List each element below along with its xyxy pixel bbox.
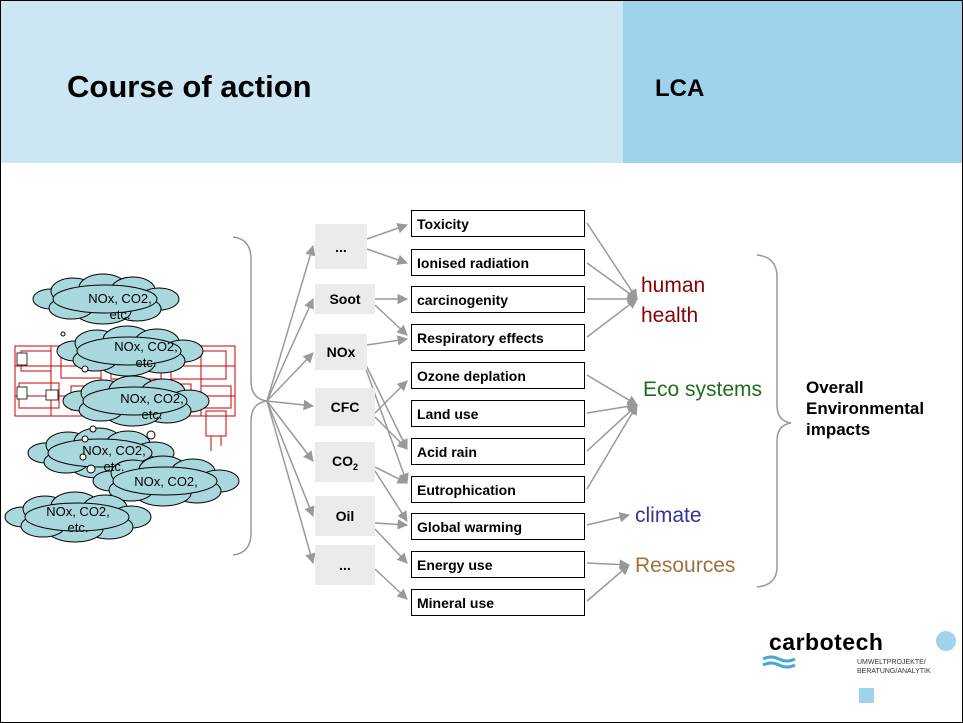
impact-category-label: Eutrophication <box>417 481 516 498</box>
page-title: Course of action <box>67 69 312 104</box>
impact-category-box: Ionised radiation <box>411 249 585 276</box>
substance-label: NOx <box>326 344 356 360</box>
cloud-label-line: NOx, CO2, <box>88 291 152 306</box>
substance-box: NOx <box>315 334 367 370</box>
logo-tagline-line: BERATUNG/ANALYTIK <box>857 668 931 675</box>
impact-category-label: Land use <box>417 405 479 422</box>
logo-wave-icon <box>762 655 796 669</box>
substance-box: CO2 <box>315 442 375 482</box>
emission-cloud-label: NOx, CO2, etc. <box>59 443 169 475</box>
impact-category-box: Ozone deplation <box>411 362 585 389</box>
area-label-line: Resources <box>635 554 736 577</box>
area-resources: Resources <box>635 554 735 578</box>
overall-line: impacts <box>806 420 871 439</box>
impact-category-box: Mineral use <box>411 589 585 616</box>
logo-circle-icon <box>936 631 956 651</box>
cloud-label-line: NOx, CO2, <box>120 391 184 406</box>
emissions-brace <box>232 236 268 556</box>
impact-category-label: Ionised radiation <box>417 254 530 271</box>
cloud-label-line: NOx, CO2, <box>134 474 198 489</box>
impact-category-box: Acid rain <box>411 438 585 465</box>
logo-square-icon <box>859 688 874 703</box>
impact-category-label: Acid rain <box>417 443 477 460</box>
substance-label: Soot <box>329 291 361 307</box>
substance-label: CFC <box>330 399 360 415</box>
substance-label: CO2 <box>331 452 358 472</box>
substance-box: Soot <box>315 284 375 314</box>
area-climate: climate <box>635 504 702 528</box>
emission-cloud-label: NOx, CO2, etc. <box>91 339 201 371</box>
substance-box: CFC <box>315 388 375 426</box>
factory-sketch-detail <box>16 352 59 401</box>
substance-label: ... <box>335 238 347 255</box>
impact-category-label: carcinogenity <box>417 291 509 308</box>
impact-category-label: Energy use <box>417 556 493 573</box>
impact-category-box: Energy use <box>411 551 585 578</box>
cloud-label-line: NOx, CO2, <box>46 504 110 519</box>
emission-cloud-label: NOx, CO2, etc. <box>23 504 133 536</box>
header-title-panel <box>1 1 623 163</box>
cloud-label-line: etc. <box>141 407 163 422</box>
impact-category-box: Global warming <box>411 513 585 540</box>
overall-line: Environmental <box>806 399 925 418</box>
area-label-line: health <box>641 304 699 327</box>
cloud-label-line: NOx, CO2, <box>82 443 146 458</box>
impact-category-box: Land use <box>411 400 585 427</box>
logo-tagline: UMWELTPROJEKTE/ BERATUNG/ANALYTIK <box>857 658 931 676</box>
impact-category-label: Mineral use <box>417 594 495 611</box>
emission-cloud-label: NOx, CO2, etc. <box>97 391 207 423</box>
area-label-line: climate <box>635 504 702 527</box>
logo-wordmark: carbotech <box>769 629 884 655</box>
cloud-label-line: etc. <box>109 307 131 322</box>
substance-label: ... <box>339 557 351 573</box>
header-subtitle-panel <box>623 1 962 163</box>
page-subtitle: LCA <box>655 75 705 102</box>
substance-label: Oil <box>335 508 355 524</box>
impact-category-box: Eutrophication <box>411 476 585 503</box>
overall-line: Overall <box>806 378 864 397</box>
impact-category-box: Respiratory effects <box>411 324 585 351</box>
areas-brace <box>756 254 792 588</box>
carbotech-logo: carbotech UMWELTPROJEKTE/ BERATUNG/ANALY… <box>759 625 959 720</box>
area-label-line: human <box>641 274 706 297</box>
cloud-label-line: etc. <box>103 459 125 474</box>
emission-cloud-label: NOx, CO2, etc. <box>65 291 175 323</box>
impact-category-label: Toxicity <box>417 215 469 232</box>
area-eco-systems: Eco systems <box>643 378 762 402</box>
substance-box: Oil <box>315 496 375 536</box>
area-human-health: human health <box>641 271 705 331</box>
impact-category-box: carcinogenity <box>411 286 585 313</box>
impact-category-label: Ozone deplation <box>417 367 526 384</box>
impact-category-box: Toxicity <box>411 210 585 237</box>
emission-cloud-label: NOx, CO2, <box>111 474 221 490</box>
logo-tagline-line: UMWELTPROJEKTE/ <box>857 659 926 666</box>
impact-category-label: Respiratory effects <box>417 329 544 346</box>
substance-box: ... <box>315 545 375 585</box>
impact-category-label: Global warming <box>417 518 523 535</box>
cloud-label-line: etc. <box>67 520 89 535</box>
cloud-label-line: NOx, CO2, <box>114 339 178 354</box>
overall-impacts-label: Overall Environmental impacts <box>806 377 924 440</box>
substance-box: ... <box>315 224 367 269</box>
cloud-label-line: etc. <box>135 355 157 370</box>
area-label-line: Eco systems <box>643 378 763 401</box>
